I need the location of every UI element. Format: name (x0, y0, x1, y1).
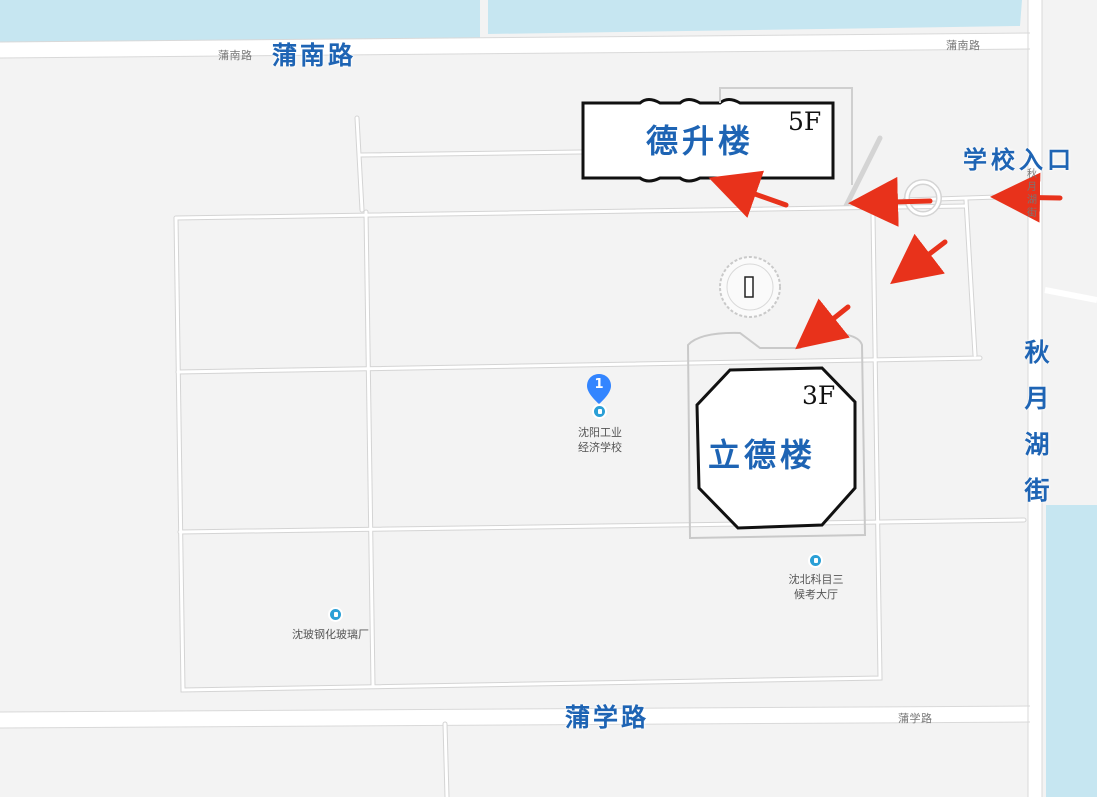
road-char: 月 (1027, 182, 1037, 193)
road-label-puxue-small: 蒲学路 (898, 712, 933, 725)
arrow-to-west (848, 176, 933, 227)
glass-factory-poi-icon[interactable] (328, 607, 343, 622)
building-desheng-floors: 5F (788, 107, 822, 136)
school-poi-icon[interactable] (592, 404, 607, 419)
arrow-to-desheng (708, 170, 789, 218)
poi-line: 沈北科目三 (788, 573, 844, 586)
arrow-to-lide (795, 298, 851, 350)
water-east-top (1040, 0, 1097, 290)
building-desheng-label[interactable]: 德升楼 (644, 116, 757, 162)
water-east (1046, 505, 1097, 797)
arrow-entrance (990, 172, 1063, 223)
glass-factory-poi-label[interactable]: 沈玻钢化玻璃厂 (292, 628, 369, 641)
road-label-qiuyuehu-small: 秋 月 湖 街 (1025, 168, 1039, 220)
water-north-right (488, 0, 1022, 34)
direction-arrows (708, 170, 1063, 350)
building-lide-label[interactable]: 立德楼 (706, 430, 819, 476)
building-lide-floors: 3F (802, 381, 836, 410)
exam-hall-poi-label[interactable]: 沈北科目三 候考大厅 (778, 572, 854, 602)
road-char: 湖 (1024, 430, 1050, 459)
school-marker-number: 1 (594, 377, 604, 392)
poi-line: 经济学校 (578, 441, 622, 454)
road-char: 湖 (1027, 195, 1037, 206)
road-east-branch (1044, 287, 1097, 303)
road-char: 月 (1024, 384, 1050, 413)
water-north-left (0, 0, 480, 42)
road-label-puxue: 蒲学路 (565, 703, 650, 732)
school-poi-label[interactable]: 沈阳工业 经济学校 (570, 425, 630, 455)
road-char: 街 (1024, 476, 1050, 505)
monument-block (744, 276, 754, 298)
road-punan (0, 33, 1031, 58)
road-char: 秋 (1027, 169, 1037, 180)
road-label-punan-small: 蒲南路 (218, 49, 253, 62)
school-marker-pin[interactable] (587, 374, 611, 404)
road-label-qiuyuehu: 秋 月 湖 街 (1022, 330, 1052, 514)
road-puxue (0, 706, 1031, 728)
campus-paths (173, 115, 1031, 797)
road-label-punan-small-right: 蒲南路 (946, 39, 981, 52)
entrance-label: 学校入口 (963, 145, 1075, 174)
building-desheng-ghost (719, 87, 853, 185)
campus-paths-inner (174, 116, 1030, 797)
arrow-southwest (890, 233, 948, 285)
road-char: 秋 (1024, 338, 1050, 367)
road-label-punan: 蒲南路 (272, 41, 357, 70)
exam-hall-poi-icon[interactable] (808, 553, 823, 568)
poi-line: 沈阳工业 (578, 426, 622, 439)
road-edges (0, 0, 1043, 797)
poi-line: 候考大厅 (794, 588, 838, 601)
road-char: 街 (1027, 208, 1037, 219)
